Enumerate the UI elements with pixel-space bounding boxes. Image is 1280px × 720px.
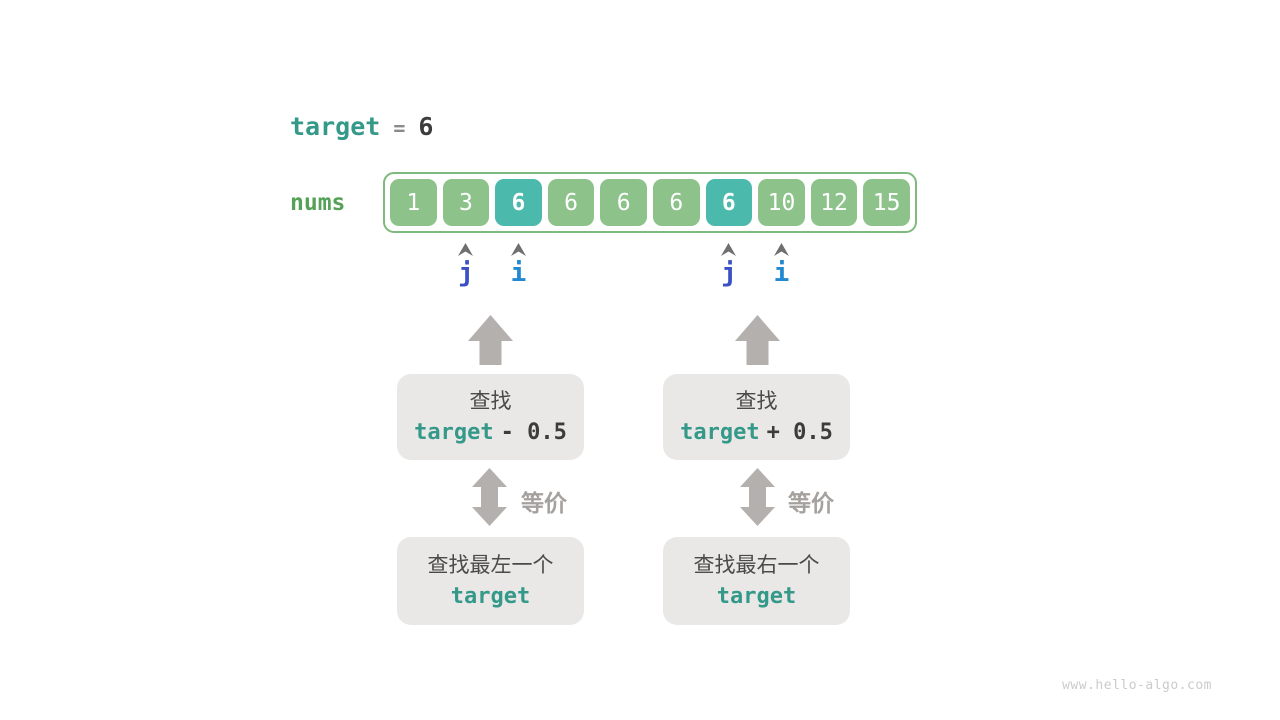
array-cell: 3 (442, 179, 490, 226)
pointer-label: i (773, 258, 790, 288)
array-cell: 6 (652, 179, 700, 226)
target-declaration: target = 6 (290, 112, 433, 141)
pointer-j: j (446, 243, 486, 286)
array-cell: 6 (600, 179, 647, 226)
pointer-j: j (709, 243, 749, 286)
double-arrow-icon (740, 468, 775, 526)
array-cell: 1 (390, 179, 437, 226)
caret-up-icon (774, 243, 789, 256)
search-expression: target+ 0.5 (680, 420, 833, 446)
array-cell: 15 (863, 179, 910, 226)
array-cell-highlighted: 6 (495, 179, 542, 226)
up-arrow-icon (468, 315, 513, 365)
target-value: 6 (418, 112, 434, 141)
pointer-label: j (721, 258, 737, 288)
search-expression: target- 0.5 (414, 420, 567, 446)
equivalence-label: 等价 (788, 491, 834, 517)
search-box-right: 查找 target+ 0.5 (663, 374, 850, 460)
expr-keyword: target (680, 419, 760, 445)
equivalence-label: 等价 (521, 491, 567, 517)
expr-operator: + 0.5 (766, 419, 833, 445)
watermark: www.hello-algo.com (1062, 678, 1212, 693)
result-box-left: 查找最左一个 target (397, 537, 584, 625)
expr-operator: - 0.5 (500, 419, 567, 445)
result-label: 查找最右一个 (693, 552, 820, 577)
array-cell: 6 (547, 179, 595, 226)
array-cell-highlighted: 6 (705, 179, 753, 226)
nums-label: nums (290, 190, 346, 216)
array-cell: 10 (758, 179, 805, 226)
caret-up-icon (511, 243, 526, 256)
caret-up-icon (721, 243, 737, 256)
pointer-i: i (499, 243, 539, 286)
up-arrow-icon (735, 315, 780, 365)
search-label: 查找 (735, 388, 778, 413)
caret-up-icon (458, 243, 474, 256)
search-label: 查找 (469, 388, 512, 413)
array-cell: 12 (810, 179, 858, 226)
result-label: 查找最左一个 (427, 552, 554, 577)
pointer-label: j (458, 258, 474, 288)
result-keyword: target (716, 583, 797, 609)
search-box-left: 查找 target- 0.5 (397, 374, 584, 460)
pointer-label: i (510, 258, 527, 288)
expr-keyword: target (414, 419, 494, 445)
pointer-i: i (762, 243, 802, 286)
result-keyword: target (450, 583, 531, 609)
equals-sign: = (393, 116, 406, 140)
result-box-right: 查找最右一个 target (663, 537, 850, 625)
target-keyword: target (290, 112, 381, 141)
double-arrow-icon (472, 468, 507, 526)
